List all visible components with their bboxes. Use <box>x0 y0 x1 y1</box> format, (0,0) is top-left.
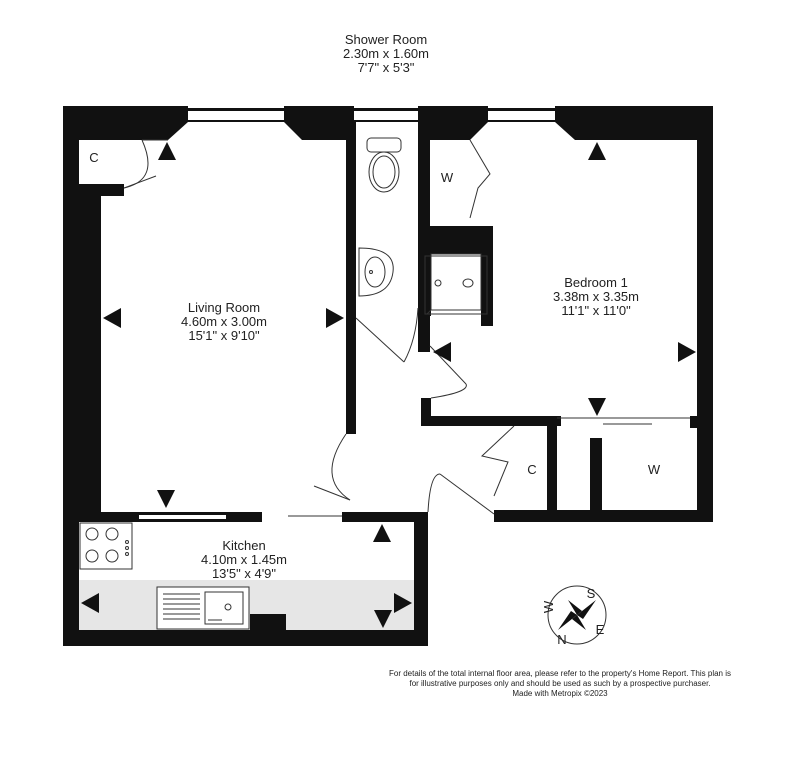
room-name: Shower Room <box>345 32 427 47</box>
room-metric: 4.10m x 1.45m <box>201 552 287 567</box>
room-imperial: 11'1" x 11'0" <box>561 303 631 318</box>
kitchen-sink-icon <box>156 586 250 630</box>
triangle-up-icon <box>588 142 606 160</box>
kitchen-bottom-wall <box>63 630 427 646</box>
compass-w-label: W <box>541 600 556 613</box>
living-partition <box>346 122 356 434</box>
triangle-left-icon <box>81 593 99 613</box>
bedroom-1-label: Bedroom 1 3.38m x 3.35m 11'1" x 11'0" <box>553 275 639 318</box>
top-wall-right <box>555 106 713 122</box>
compass-n-label: N <box>557 632 566 647</box>
bottom-right-wall <box>494 510 713 522</box>
room-imperial: 15'1" x 9'10" <box>188 328 260 343</box>
top-wall-mid <box>284 106 354 122</box>
disclaimer: For details of the total internal floor … <box>360 669 760 699</box>
triangle-right-icon <box>678 342 696 362</box>
disclaimer-line-1: For details of the total internal floor … <box>389 669 731 678</box>
room-name: Kitchen <box>222 538 265 553</box>
triangle-right-icon <box>326 308 344 328</box>
cupboard-label: C <box>527 462 536 477</box>
triangle-down-icon <box>588 398 606 416</box>
cupboard-label: C <box>89 150 98 165</box>
walls <box>63 106 713 646</box>
hob-icon <box>79 522 133 570</box>
room-metric: 2.30m x 1.60m <box>343 46 429 61</box>
room-name: Living Room <box>188 300 260 315</box>
triangle-down-icon <box>374 610 392 628</box>
triangle-up-icon <box>373 524 391 542</box>
triangle-right-icon <box>394 593 412 613</box>
wardrobe-label: W <box>648 462 661 477</box>
wardrobe-label: W <box>441 170 454 185</box>
room-name: Bedroom 1 <box>564 275 628 290</box>
room-imperial: 13'5" x 4'9" <box>212 566 276 581</box>
wash-basin-icon <box>358 247 394 297</box>
disclaimer-line-3: Made with Metropix ©2023 <box>512 689 608 698</box>
triangle-left-icon <box>103 308 121 328</box>
room-imperial: 7'7" x 5'3" <box>358 60 415 75</box>
right-wall <box>697 106 713 522</box>
kitchen-label: Kitchen 4.10m x 1.45m 13'5" x 4'9" <box>201 538 287 581</box>
kitchen-right-wall <box>414 512 428 646</box>
compass-s-label: S <box>587 586 596 601</box>
disclaimer-line-2: for illustrative purposes only and shoul… <box>409 679 711 688</box>
compass-e-label: E <box>596 622 605 637</box>
triangle-up-icon <box>158 142 176 160</box>
left-wall <box>63 106 79 646</box>
top-wall-left <box>63 106 188 122</box>
direction-markers <box>81 142 696 628</box>
triangle-left-icon <box>433 342 451 362</box>
room-metric: 3.38m x 3.35m <box>553 289 639 304</box>
compass-icon: S W N E <box>541 585 607 647</box>
room-metric: 4.60m x 3.00m <box>181 314 267 329</box>
shower-room-label: Shower Room 2.30m x 1.60m 7'7" x 5'3" <box>343 32 429 75</box>
toilet-icon <box>366 137 402 193</box>
living-room-label: Living Room 4.60m x 3.00m 15'1" x 9'10" <box>181 300 267 343</box>
top-wall-shower-right <box>418 106 488 122</box>
triangle-down-icon <box>157 490 175 508</box>
shower-tray-icon <box>424 253 488 315</box>
